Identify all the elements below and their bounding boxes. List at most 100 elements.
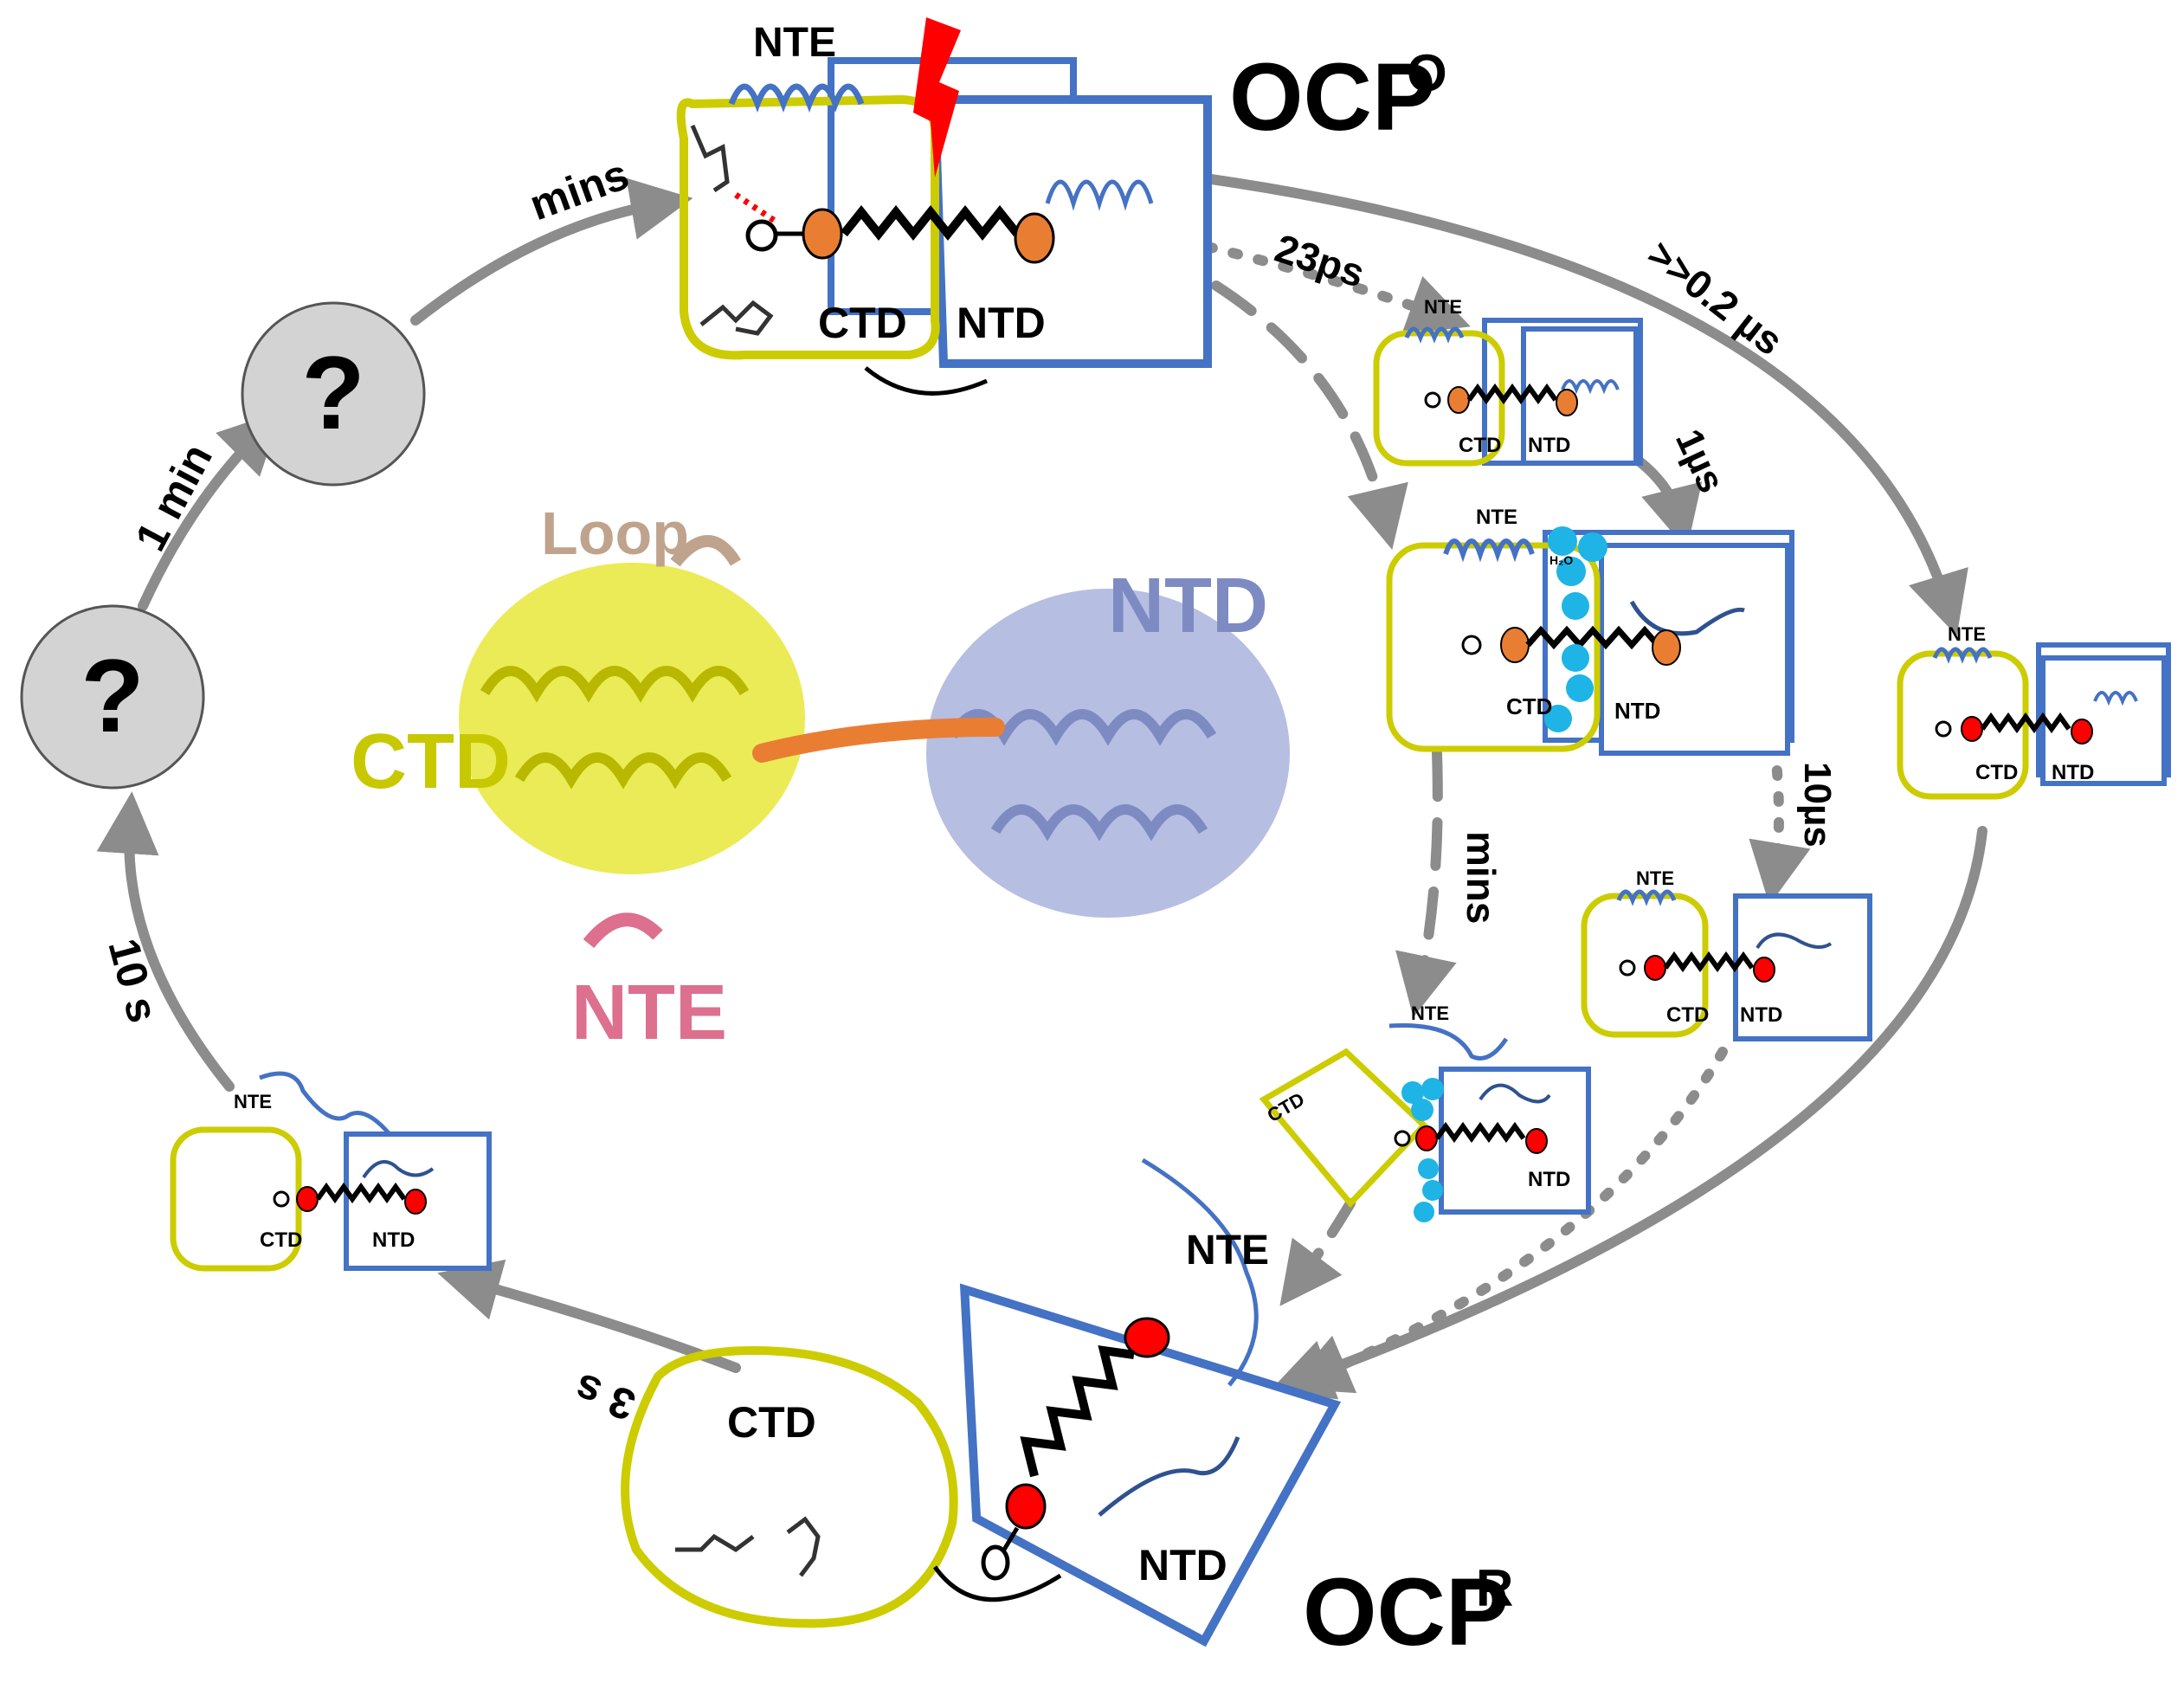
ctd-label: CTD [1506,693,1552,719]
tyr-icon [690,125,730,193]
arrow-dashed-down [1211,280,1408,551]
carotenoid-ring [1005,1483,1047,1530]
carotenoid-ring [802,208,843,260]
trp-icon [786,1516,821,1577]
nte-label: NTE [1636,867,1674,889]
nte-label: NTE [1424,296,1462,318]
ntd-label: NTD [1614,698,1660,724]
nte-label: NTE [1186,1228,1269,1273]
step-label-10us: 10µs [1796,762,1839,848]
arrow-dotted-to-ocpr [1286,1047,1728,1394]
unknown-state-top: ? [241,301,426,487]
carotenoid-in-structure [752,718,1005,763]
water-molecules [1401,1078,1444,1222]
ntd-strand [362,1160,435,1179]
ocpr-title: OCP R [1303,1559,1513,1666]
ntd-helix [1561,379,1620,395]
nte-helix [1404,326,1465,344]
ocp-crystal-structure: Loop NTD CTD NTE [351,500,1290,1056]
step-label-23ps: 23ps [1270,225,1370,296]
water-molecules [1544,526,1607,732]
ocpo-state: NTE CTD NTD [676,17,1212,396]
arrow-1us [1631,454,1703,550]
step-label-mins-mid: mins [1459,831,1504,924]
intermediate-state-5: NTE CTD NTD [1259,1003,1591,1222]
ocp-title: OCP [1229,44,1435,151]
ntd-strand [1756,932,1833,950]
ntd-label: NTD [1138,1541,1227,1589]
intermediate-state-6: NTE CTD NTD [170,1071,492,1272]
tyr-icon [675,1533,755,1553]
ntd-strand [1479,1083,1551,1104]
structure-label-ctd: CTD [351,719,511,805]
ntd-helix [2093,691,2138,706]
ntd-label: NTD [1740,1003,1782,1027]
step-label-1us: 1µs [1667,423,1733,500]
ntd-domain [959,1283,1342,1647]
intermediate-state-1: NTE CTD NTD [1373,296,1643,467]
ctd-domain [621,1345,958,1628]
nte-helix [728,83,865,113]
unknown-mark: ? [301,335,364,451]
ntd-label: NTD [1528,1168,1570,1191]
ocp-title-sup: O [1407,44,1447,102]
arrow-10us [1749,739,1811,906]
structure-label-ntd: NTD [1108,563,1268,649]
ctd-label: CTD [727,1398,816,1447]
ntd-helix-strand [1098,1436,1240,1517]
ctd-label: CTD [1459,434,1501,457]
trp-icon [699,300,774,336]
nte-strand [1388,1022,1509,1061]
step-label-three-s: 3 s [568,1364,641,1429]
ntd-label: NTD [372,1228,415,1252]
nte-strand [1141,1157,1259,1387]
arrow-long-orange-to-red [1194,172,1968,636]
intermediate-state-4: NTE CTD NTD [1581,867,1872,1041]
unknown-mark: ? [81,638,144,754]
linker [932,1565,1062,1602]
nte-helix [1616,889,1677,906]
arrow-mins-top [410,177,693,326]
nte-label: NTE [1948,623,1986,645]
nte-label: NTE [753,20,836,66]
structure-label-nte: NTE [571,970,727,1056]
hydrogen-bond [734,192,776,223]
arrow-one-min [138,410,282,611]
ctd-domain [1259,1048,1428,1209]
arrow-ten-s [96,791,235,1092]
ocpr-state: CTD NTD NTE [621,1157,1342,1647]
ntd-helix [1045,179,1154,211]
carotenoid-chain [1020,1344,1135,1478]
nte-helix [1932,647,1993,664]
step-label-02us: >>0.2 µs [1640,231,1792,364]
structure-label-loop: Loop [541,500,689,567]
keto-oxygen [981,1544,1010,1581]
ctd-label: CTD [1975,761,2018,784]
ntd-strand [1629,600,1745,636]
nte-strand [259,1071,391,1136]
water-label: H₂O [1549,553,1573,567]
ocp-title-sup: R [1476,1559,1513,1617]
ctd-label: CTD [260,1228,302,1252]
step-label-ten-s: 10 s [99,933,167,1028]
nte-label: NTE [1411,1003,1449,1024]
arrow-right-to-ocpr [1269,826,1988,1400]
nte-helix [1443,538,1535,563]
ctd-label: CTD [1666,1003,1709,1027]
nte-label: NTE [234,1091,272,1112]
linker [864,366,989,396]
arrow-dashed-to-ocpr [1279,1198,1356,1306]
intermediate-state-2: H₂O NTE CTD NTD [1386,506,1794,756]
carotenoid-ring [1014,212,1055,264]
arrow-mins-mid [1395,748,1457,1018]
flash-icon [913,17,961,177]
intermediate-state-3: NTE CTD NTD [1897,623,2171,800]
arrow-23ps [1202,242,1471,335]
unknown-state-left: ? [20,604,205,790]
ctd-label: CTD [818,299,907,347]
ocp-title: OCP [1303,1559,1509,1666]
ntd-label: NTD [1528,434,1570,457]
ocpo-title: OCP O [1229,44,1447,151]
nte-label: NTE [1476,506,1517,529]
